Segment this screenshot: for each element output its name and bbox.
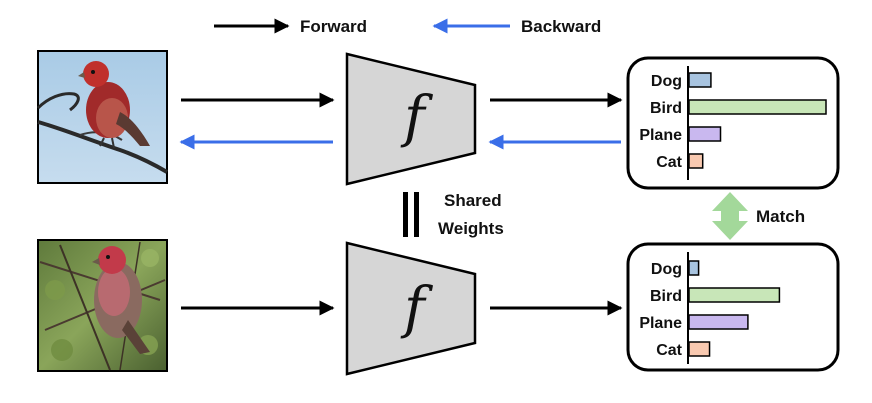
shared-weights-line1: Shared bbox=[444, 191, 502, 210]
bottom-input-image bbox=[37, 239, 168, 372]
bar-label-plane: Plane bbox=[639, 315, 682, 332]
top-encoder: f bbox=[345, 52, 477, 186]
match-indicator: Match bbox=[712, 192, 805, 240]
match-double-arrow bbox=[712, 192, 748, 240]
bar-cat bbox=[688, 341, 711, 357]
bar-dog bbox=[688, 260, 700, 276]
legend: Forward Backward bbox=[214, 17, 601, 36]
forward-legend-label: Forward bbox=[300, 17, 367, 36]
shared-weights-line2: Weights bbox=[438, 219, 504, 238]
top-output-panel bbox=[626, 56, 840, 190]
bar-label-cat: Cat bbox=[656, 342, 682, 359]
bar-label-dog: Dog bbox=[651, 261, 682, 278]
backward-legend-label: Backward bbox=[521, 17, 601, 36]
bar-bird bbox=[688, 287, 781, 303]
bar-label-bird: Bird bbox=[650, 100, 682, 117]
bar-plane bbox=[688, 314, 749, 330]
bar-label-plane: Plane bbox=[639, 127, 682, 144]
shared-weights-bar-left bbox=[403, 192, 408, 237]
bottom-output-panel bbox=[626, 242, 840, 372]
match-label: Match bbox=[756, 207, 805, 226]
bar-label-dog: Dog bbox=[651, 73, 682, 90]
top-input-image bbox=[36, 50, 169, 184]
shared-weights: Shared Weights bbox=[403, 191, 504, 238]
bar-dog bbox=[688, 72, 712, 88]
bar-label-cat: Cat bbox=[656, 154, 682, 171]
bar-cat bbox=[688, 153, 704, 169]
bar-label-bird: Bird bbox=[650, 288, 682, 305]
shared-weights-bar-right bbox=[414, 192, 419, 237]
bottom-encoder: f bbox=[345, 241, 477, 376]
bar-plane bbox=[688, 126, 722, 142]
bar-bird bbox=[688, 99, 827, 115]
